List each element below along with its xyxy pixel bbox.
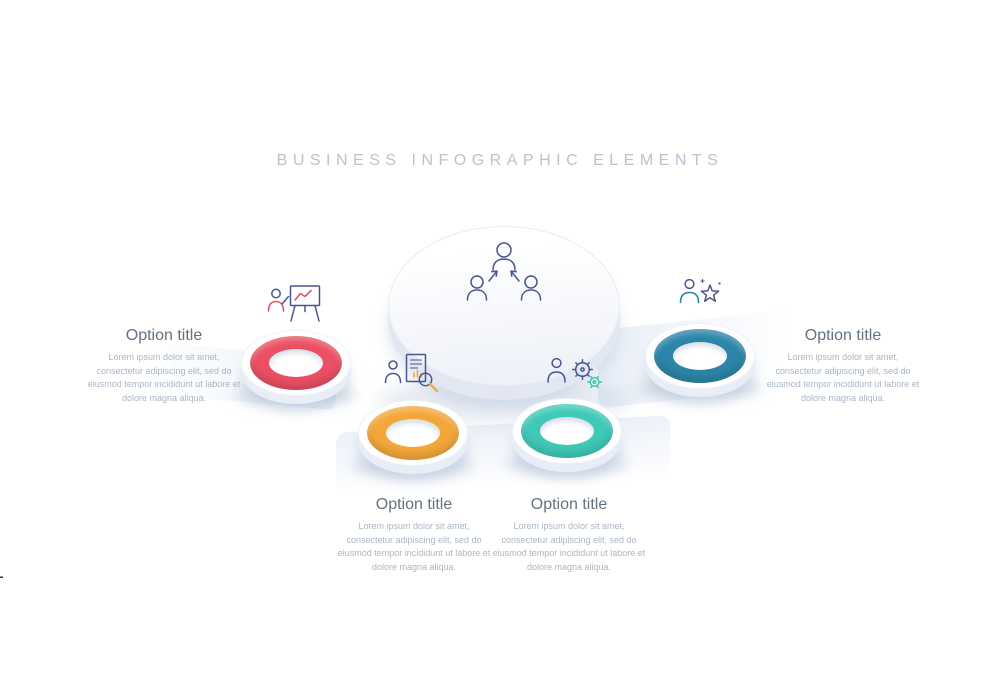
option-body: Lorem ipsum dolor sit amet, consectetur … [492, 521, 646, 572]
option-text-2: Option title Lorem ipsum dolor sit amet,… [334, 496, 494, 574]
option-text-4: Option title Lorem ipsum dolor sit amet,… [763, 327, 923, 405]
presentation-icon [266, 281, 326, 325]
option-body: Lorem ipsum dolor sit amet, consectetur … [766, 352, 920, 403]
watermark-separator: | [0, 575, 3, 580]
person-gears-icon [545, 350, 605, 394]
option-ring-3 [506, 398, 628, 482]
cylinder-top [388, 226, 620, 386]
ring-hole [540, 417, 594, 445]
option-ring-1 [235, 330, 357, 414]
stock-watermark: Adobe Stock | #233030558 [0, 464, 4, 693]
center-stage-cylinder [378, 226, 630, 422]
option-title: Option title [125, 327, 203, 344]
option-title: Option title [530, 496, 608, 513]
watermark-id: #233030558 [0, 463, 3, 567]
option-body: Lorem ipsum dolor sit amet, consectetur … [87, 352, 241, 403]
option-body: Lorem ipsum dolor sit amet, consectetur … [337, 521, 491, 572]
ring-hole [269, 349, 323, 377]
team-icon [466, 242, 542, 301]
option-text-1: Option title Lorem ipsum dolor sit amet,… [84, 327, 244, 405]
ring-hole [673, 342, 727, 370]
person-star-icon [676, 274, 721, 314]
option-text-3: Option title Lorem ipsum dolor sit amet,… [489, 496, 649, 574]
watermark-brand: Adobe Stock [0, 587, 3, 693]
option-ring-2 [352, 400, 474, 484]
option-title: Option title [804, 327, 882, 344]
option-title: Option title [375, 496, 453, 513]
ring-hole [386, 419, 440, 447]
option-ring-4 [639, 323, 761, 407]
infographic-title: BUSINESS INFOGRAPHIC ELEMENTS [276, 152, 724, 169]
document-search-icon [384, 350, 444, 394]
